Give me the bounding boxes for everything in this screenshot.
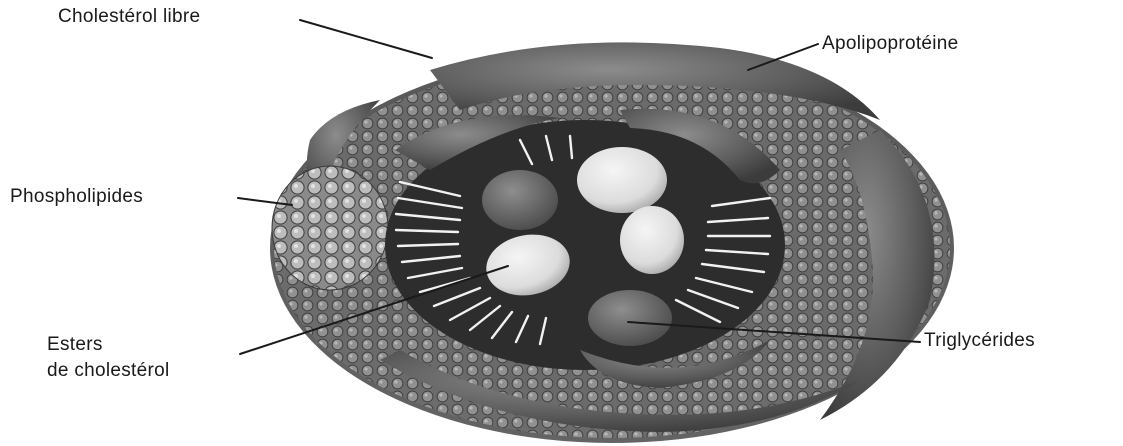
lipoprotein-particle xyxy=(270,42,954,443)
label-cholesterol-esters: Esters de cholestérol xyxy=(47,332,170,384)
label-phospholipids: Phospholipides xyxy=(10,186,143,208)
lipid-droplet xyxy=(620,206,684,274)
label-free-cholesterol: Cholestérol libre xyxy=(58,6,200,28)
label-cholesterol-esters-line1: Esters xyxy=(47,332,170,358)
label-triglycerides: Triglycérides xyxy=(924,330,1035,352)
phospholipid-cluster xyxy=(272,166,388,290)
label-apolipoprotein: Apolipoprotéine xyxy=(822,33,959,55)
leader-free-cholesterol xyxy=(300,20,432,58)
lipid-droplet xyxy=(577,147,667,213)
lipid-droplet-dark xyxy=(588,290,672,346)
label-cholesterol-esters-line2: de cholestérol xyxy=(47,358,170,384)
lipid-droplet-dark xyxy=(482,170,558,230)
